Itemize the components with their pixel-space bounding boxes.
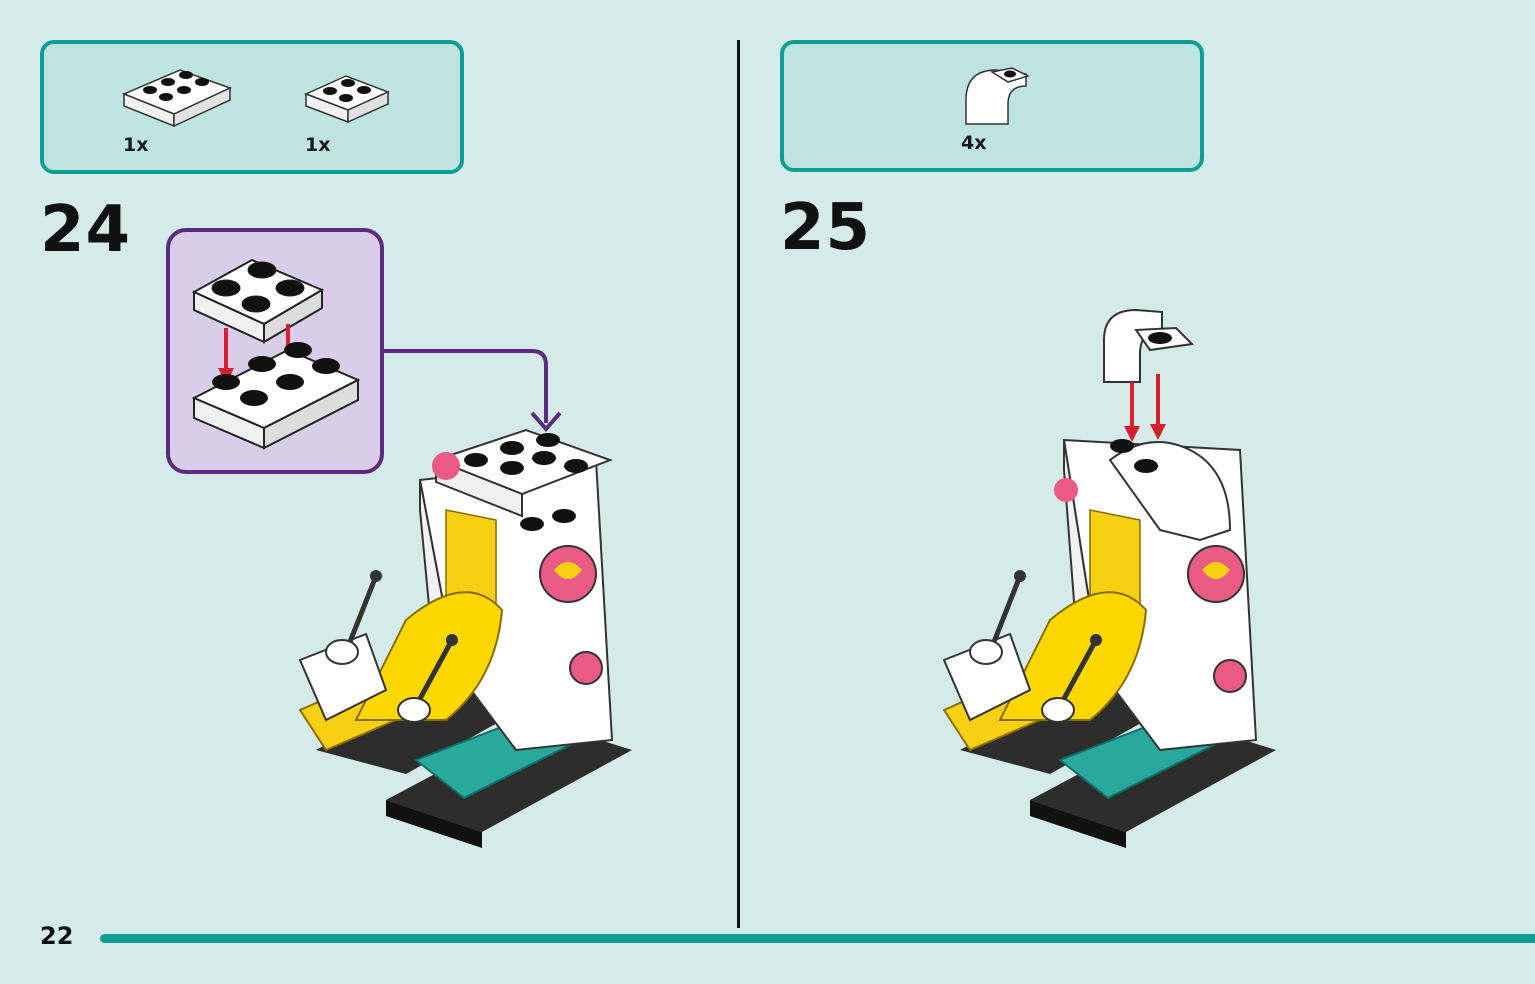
parts-list-step-25: 4x (780, 40, 1204, 172)
page-number: 22 (40, 922, 74, 950)
footer-bar (100, 934, 1535, 943)
part-qty: 1x (305, 134, 331, 156)
curved-slope-icon (965, 67, 1031, 125)
sub-assembly-callout (166, 228, 384, 474)
step-number: 25 (780, 191, 872, 265)
step-number: 24 (40, 193, 132, 267)
plate-2x3-icon (122, 69, 232, 128)
page-divider (737, 40, 740, 928)
parts-list-step-24: 1x 1x (40, 40, 464, 174)
model-step-24 (298, 428, 632, 848)
part-qty: 1x (123, 134, 149, 156)
model-step-25 (942, 308, 1276, 848)
callout-connector-arrow (384, 349, 562, 433)
plate-2x2-icon (304, 75, 390, 124)
part-qty: 4x (961, 132, 987, 154)
sub-assembly-illustration (191, 258, 361, 450)
